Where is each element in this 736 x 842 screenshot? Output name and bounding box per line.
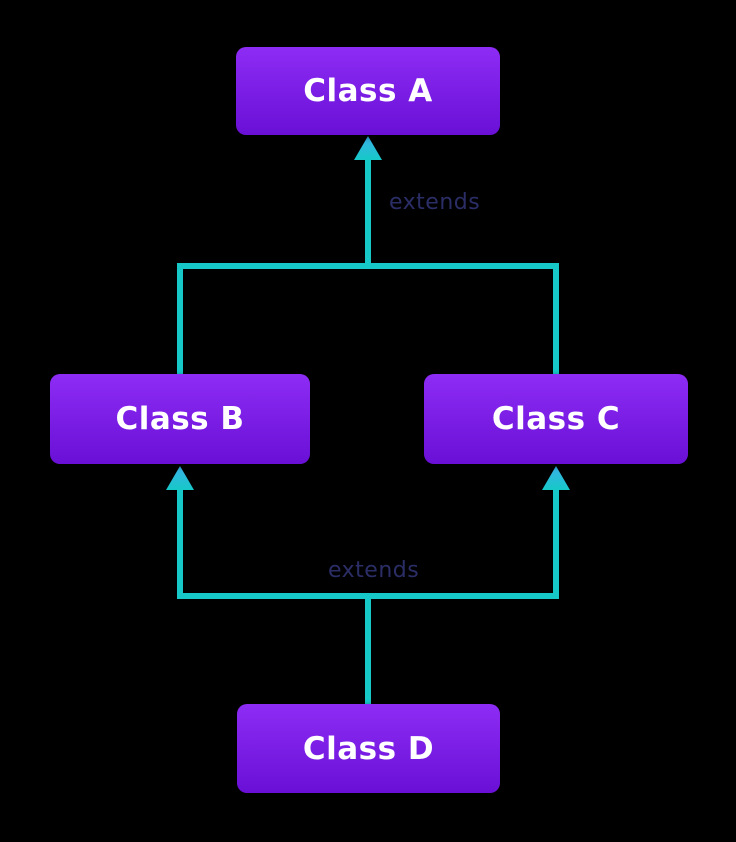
edge-line-drop-to-class-b [177, 263, 183, 374]
node-class-a: Class A [236, 47, 500, 135]
node-class-c-label: Class C [491, 401, 621, 437]
edge-line-stub-to-class-c [553, 487, 559, 599]
edge-line-stub-to-class-b [177, 487, 183, 599]
edge-line-trunk-to-class-a [365, 156, 371, 269]
edge-label-extends-bottom: extends [328, 558, 420, 583]
edge-line-top-horizontal [177, 263, 559, 269]
node-class-c: Class C [424, 374, 688, 464]
node-class-d: Class D [237, 704, 500, 793]
node-class-b: Class B [50, 374, 310, 464]
node-class-d-label: Class D [302, 730, 435, 767]
edge-line-drop-to-class-c [553, 263, 559, 374]
node-class-a-label: Class A [303, 73, 433, 109]
node-class-b-label: Class B [115, 401, 245, 437]
edge-label-extends-top: extends [389, 190, 481, 215]
edge-line-trunk-from-class-d [365, 593, 371, 705]
